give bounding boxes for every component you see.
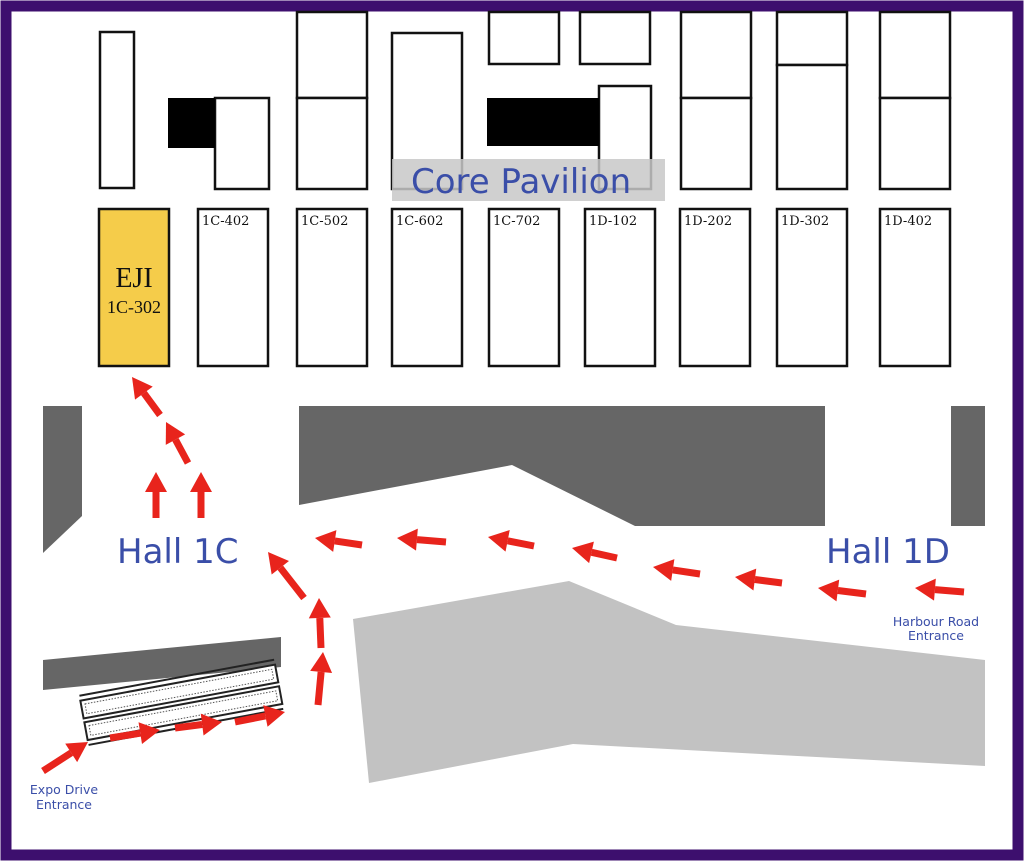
booth-label: 1C-402 bbox=[202, 214, 249, 229]
booth-label: 1D-202 bbox=[684, 214, 732, 229]
red-arrow-icon bbox=[315, 530, 363, 552]
booth-box bbox=[487, 207, 561, 368]
booth-box bbox=[878, 207, 952, 368]
red-arrow-icon bbox=[310, 652, 333, 706]
pavilion-label-bg bbox=[392, 159, 665, 201]
top-booth bbox=[679, 10, 753, 100]
top-booth bbox=[98, 30, 136, 190]
red-arrow-icon bbox=[174, 713, 223, 736]
booth-1c-402[interactable]: 1C-402 bbox=[196, 207, 270, 368]
red-arrow-icon bbox=[165, 421, 192, 465]
top-booth bbox=[679, 96, 753, 191]
red-arrow-icon bbox=[488, 530, 535, 552]
wall-center-block bbox=[299, 406, 825, 526]
hall-label-left: Hall 1C bbox=[117, 532, 238, 572]
red-arrow-icon bbox=[190, 472, 212, 518]
top-booth bbox=[878, 10, 952, 100]
hall-floor-blocks bbox=[353, 581, 985, 783]
red-arrow-icon bbox=[396, 528, 447, 551]
booth-label: 1D-402 bbox=[884, 214, 932, 229]
booth-box bbox=[295, 207, 369, 368]
booth-box bbox=[583, 207, 657, 368]
booth-1c-602[interactable]: 1C-602 bbox=[390, 207, 464, 368]
red-arrow-icon bbox=[308, 597, 331, 649]
booth-box bbox=[775, 207, 849, 368]
top-booth bbox=[775, 10, 849, 67]
wall-lower-left bbox=[43, 637, 281, 690]
entrance-left-line1: Expo Drive bbox=[30, 782, 98, 797]
featured-booth-name: EJI bbox=[115, 263, 152, 294]
booth-box bbox=[196, 207, 270, 368]
red-arrow-icon bbox=[572, 541, 618, 564]
hall-walls bbox=[43, 406, 985, 690]
featured-booth[interactable]: EJI 1C-302 bbox=[97, 207, 171, 368]
entrance-right-line1: Harbour Road bbox=[893, 614, 979, 629]
booth-label: 1C-702 bbox=[493, 214, 540, 229]
red-arrow-icon bbox=[131, 377, 163, 418]
red-arrow-icon bbox=[234, 705, 286, 727]
top-booth bbox=[213, 96, 271, 191]
red-arrow-icon bbox=[817, 579, 867, 602]
red-arrow-icon bbox=[109, 722, 161, 745]
red-arrow-icon bbox=[734, 568, 783, 591]
top-booth bbox=[295, 10, 369, 100]
top-booth bbox=[775, 63, 849, 191]
booth-label: 1C-502 bbox=[301, 214, 348, 229]
route-arrows bbox=[41, 377, 965, 774]
booth-box bbox=[678, 207, 752, 368]
booth-1d-202[interactable]: 1D-202 bbox=[678, 207, 752, 368]
booth-box bbox=[390, 207, 464, 368]
top-booth bbox=[295, 96, 369, 191]
booth-1d-402[interactable]: 1D-402 bbox=[878, 207, 952, 368]
red-arrow-icon bbox=[145, 472, 167, 518]
booth-label: 1D-102 bbox=[589, 214, 637, 229]
entrance-right-line2: Entrance bbox=[908, 628, 964, 643]
entrance-left-line2: Entrance bbox=[36, 797, 92, 812]
dark-booth-block bbox=[168, 98, 215, 148]
red-arrow-icon bbox=[41, 742, 88, 774]
red-arrow-icon bbox=[914, 578, 965, 601]
booth-1d-302[interactable]: 1D-302 bbox=[775, 207, 849, 368]
booth-label: 1D-302 bbox=[781, 214, 829, 229]
top-booth bbox=[578, 10, 652, 66]
floor-block-large bbox=[353, 581, 985, 783]
booth-1c-502[interactable]: 1C-502 bbox=[295, 207, 369, 368]
wall-left-pillar bbox=[43, 406, 82, 553]
wall-right-pillar bbox=[951, 406, 985, 526]
booth-1c-702[interactable]: 1C-702 bbox=[487, 207, 561, 368]
booth-1d-102[interactable]: 1D-102 bbox=[583, 207, 657, 368]
red-arrow-icon bbox=[653, 559, 701, 581]
pavilion-label: Core Pavilion bbox=[411, 162, 631, 202]
red-arrow-icon bbox=[268, 552, 307, 601]
booth-label: 1C-602 bbox=[396, 214, 443, 229]
top-booth bbox=[487, 10, 561, 66]
dark-booth-block bbox=[487, 98, 599, 146]
top-booth bbox=[878, 96, 952, 191]
booth-row: 1C-402 1C-502 1C-602 1C-702 1D-102 1D-202 1D-3… bbox=[196, 207, 952, 368]
hall-label-right: Hall 1D bbox=[826, 532, 950, 572]
featured-booth-box bbox=[97, 207, 171, 368]
featured-booth-code: 1C-302 bbox=[107, 297, 161, 317]
